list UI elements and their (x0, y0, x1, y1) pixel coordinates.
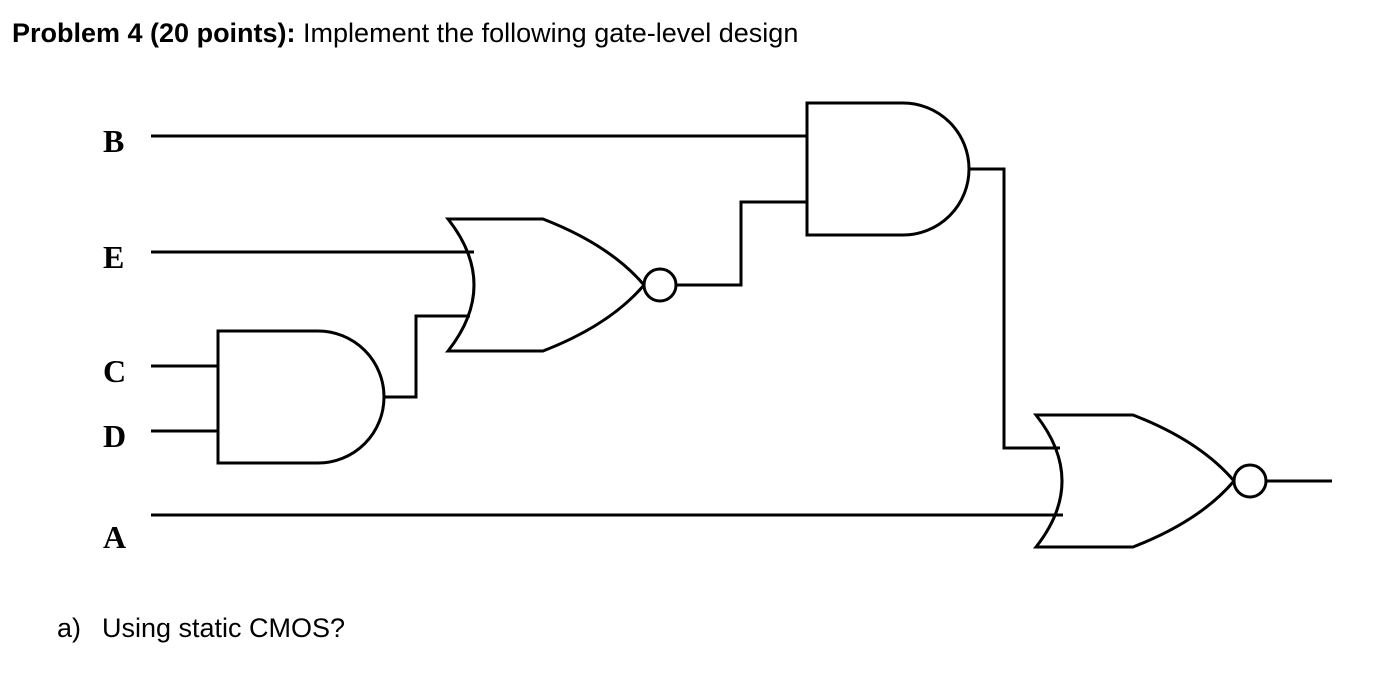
wire-and-b-out (969, 167, 1060, 450)
nor-gate-output-bubble (1232, 463, 1268, 499)
input-label-a: A (103, 519, 126, 555)
problem-heading: Problem 4 (20 points): Implement the fol… (12, 18, 798, 49)
and-gate-b (805, 101, 971, 237)
input-label-b: B (103, 123, 124, 159)
problem-text: Implement the following gate-level desig… (295, 18, 799, 48)
question-marker: a) (57, 613, 82, 643)
nor-gate-output (1032, 413, 1236, 549)
question-item: a) Using static CMOS? (57, 613, 345, 644)
input-label-c: C (103, 353, 126, 389)
input-label-e: E (103, 239, 124, 275)
nor-gate-e-bubble (642, 267, 678, 303)
wire-nor-out (676, 200, 807, 287)
question-text: Using static CMOS? (102, 613, 346, 643)
input-label-d: D (103, 418, 126, 454)
problem-label: Problem 4 (20 points): (12, 18, 296, 48)
and-gate-cd (216, 329, 386, 465)
wire-and-cd-out (384, 314, 470, 399)
nor-gate-e (444, 217, 646, 353)
